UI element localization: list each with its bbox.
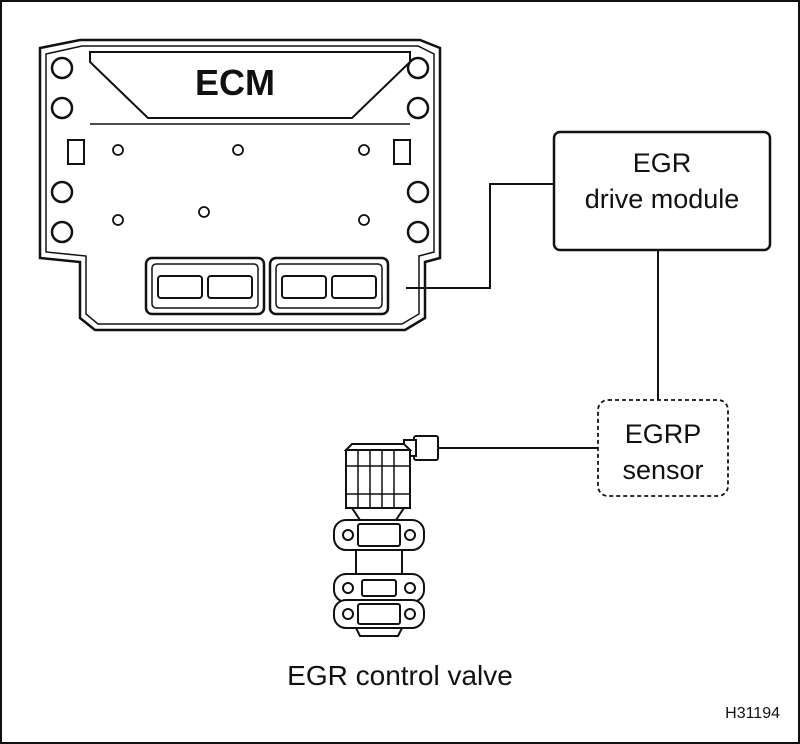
egrp-sensor-label-line1: EGRP: [624, 419, 702, 449]
egr-drive-module-box: [552, 130, 772, 252]
egr-drive-module-label-line1: EGR: [632, 148, 692, 178]
figure-code: H31194: [725, 705, 780, 722]
ecm-label: ECM: [195, 62, 275, 103]
wire-ecm-to-drive-module: [406, 183, 554, 289]
egr-control-valve-label: EGR control valve: [287, 660, 513, 691]
egr-drive-module-label: EGR drive module: [556, 145, 768, 217]
wiring: [406, 183, 659, 449]
egr-drive-module-label-line2: drive module: [584, 184, 740, 214]
ecm-unit: [38, 38, 442, 332]
egr-control-valve: [333, 435, 439, 637]
egrp-sensor-label-line2: sensor: [622, 455, 704, 485]
egrp-sensor-box: [597, 399, 729, 497]
egrp-sensor-label: EGRP sensor: [600, 416, 726, 488]
